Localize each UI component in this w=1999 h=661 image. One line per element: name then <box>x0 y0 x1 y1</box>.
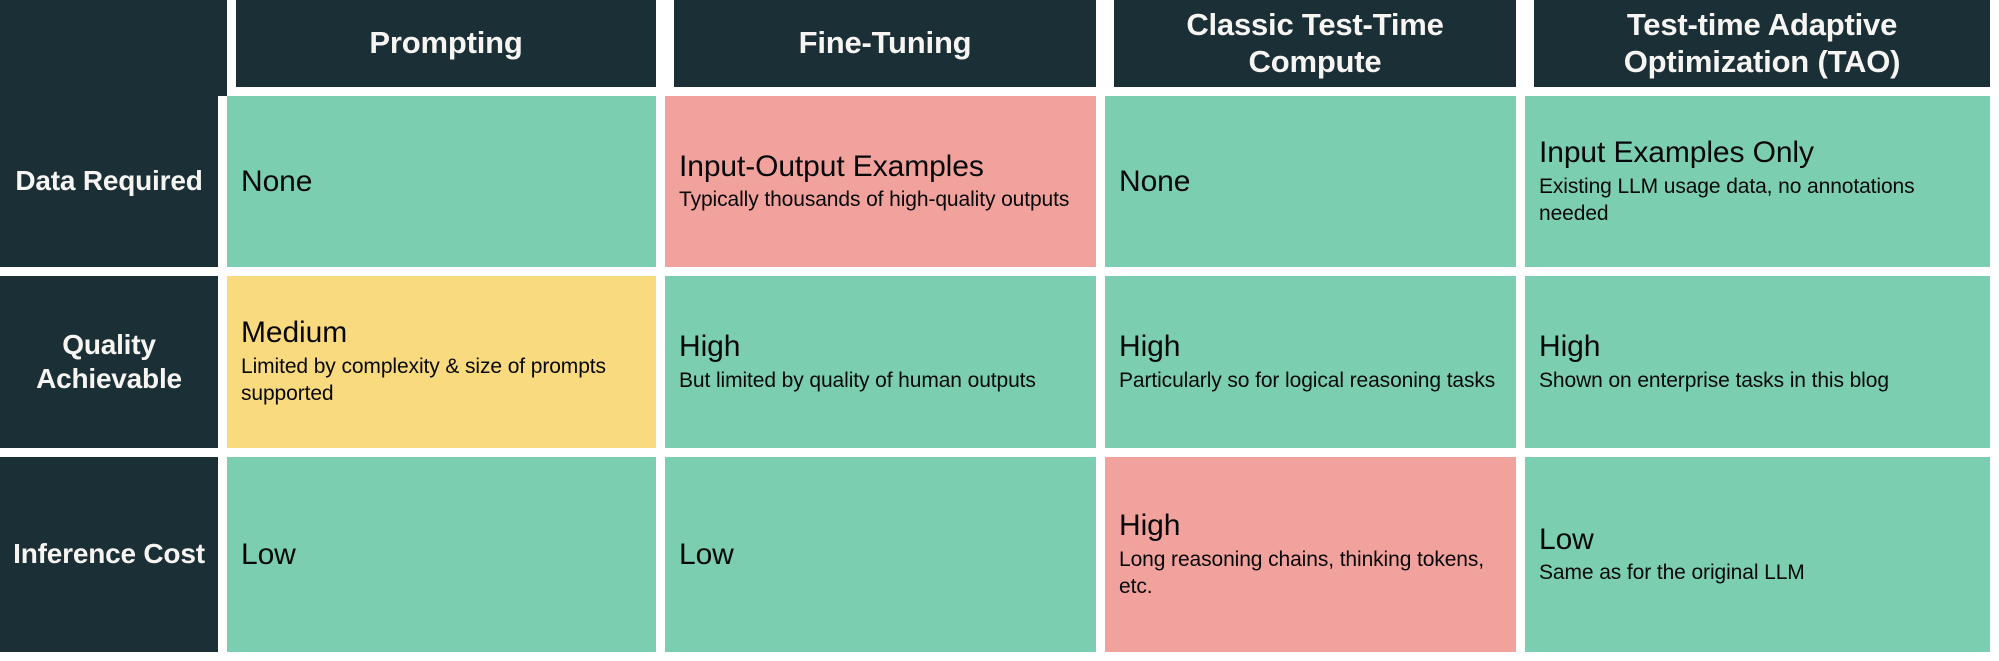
column-header-label: Fine-Tuning <box>798 25 972 61</box>
cell-verdict: Low <box>1539 522 1594 556</box>
cell-verdict: Medium <box>241 316 348 350</box>
cell-verdict: Low <box>241 537 296 571</box>
table-corner-cell <box>0 0 227 96</box>
row-header-quality-achievable: Quality Achievable <box>0 276 227 457</box>
cell-verdict: None <box>241 164 313 198</box>
column-header-fine-tuning: Fine-Tuning <box>665 0 1105 96</box>
cell-data-required-prompting: None <box>227 96 665 276</box>
cell-detail: But limited by quality of human outputs <box>679 368 1036 392</box>
cell-quality-achievable-prompting: Medium Limited by complexity & size of p… <box>227 276 665 457</box>
cell-inference-cost-classic-test-time-compute: High Long reasoning chains, thinking tok… <box>1105 457 1525 661</box>
cell-verdict: High <box>1119 330 1181 364</box>
column-header-prompting: Prompting <box>227 0 665 96</box>
row-header-label: Inference Cost <box>13 538 205 570</box>
cell-quality-achievable-fine-tuning: High But limited by quality of human out… <box>665 276 1105 457</box>
cell-verdict: None <box>1119 164 1191 198</box>
cell-inference-cost-fine-tuning: Low <box>665 457 1105 661</box>
cell-data-required-classic-test-time-compute: None <box>1105 96 1525 276</box>
cell-data-required-tao: Input Examples Only Existing LLM usage d… <box>1525 96 1999 276</box>
cell-verdict: High <box>679 330 741 364</box>
cell-verdict: High <box>1539 330 1601 364</box>
row-header-data-required: Data Required <box>0 96 227 276</box>
column-header-label: Classic Test-Time Compute <box>1186 6 1444 79</box>
column-header-classic-test-time-compute: Classic Test-Time Compute <box>1105 0 1525 96</box>
row-header-inference-cost: Inference Cost <box>0 457 227 661</box>
cell-detail: Typically thousands of high-quality outp… <box>679 188 1070 212</box>
cell-detail: Limited by complexity & size of prompts … <box>241 355 606 406</box>
cell-detail: Existing LLM usage data, no annotations … <box>1539 174 1915 225</box>
cell-detail: Particularly so for logical reasoning ta… <box>1119 368 1496 392</box>
cell-verdict: Input-Output Examples <box>679 149 984 183</box>
column-header-label: Test-time Adaptive Optimization (TAO) <box>1623 6 1901 79</box>
cell-quality-achievable-tao: High Shown on enterprise tasks in this b… <box>1525 276 1999 457</box>
column-header-tao: Test-time Adaptive Optimization (TAO) <box>1525 0 1999 96</box>
column-header-label: Prompting <box>369 25 523 61</box>
cell-inference-cost-prompting: Low <box>227 457 665 661</box>
cell-verdict: Low <box>679 537 734 571</box>
cell-verdict: Input Examples Only <box>1539 135 1814 169</box>
cell-detail: Shown on enterprise tasks in this blog <box>1539 368 1889 392</box>
cell-detail: Same as for the original LLM <box>1539 561 1805 585</box>
row-header-label: Quality Achievable <box>36 328 182 394</box>
row-header-label: Data Required <box>15 165 203 197</box>
cell-detail: Long reasoning chains, thinking tokens, … <box>1119 547 1485 598</box>
cell-data-required-fine-tuning: Input-Output Examples Typically thousand… <box>665 96 1105 276</box>
cell-quality-achievable-classic-test-time-compute: High Particularly so for logical reasoni… <box>1105 276 1525 457</box>
cell-verdict: High <box>1119 508 1181 542</box>
cell-inference-cost-tao: Low Same as for the original LLM <box>1525 457 1999 661</box>
